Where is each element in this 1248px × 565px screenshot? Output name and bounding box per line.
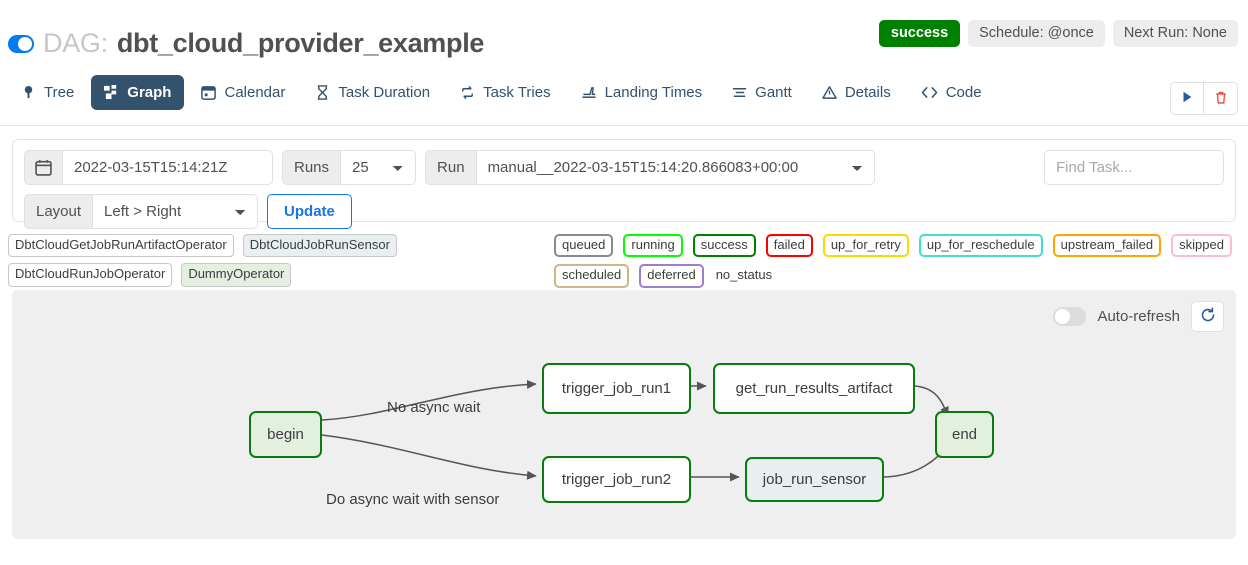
tab-details[interactable]: Details [809, 75, 904, 110]
retry-icon [460, 85, 475, 100]
tab-task-tries[interactable]: Task Tries [447, 75, 564, 110]
tab-task-duration[interactable]: Task Duration [302, 75, 443, 110]
tab-label: Landing Times [604, 84, 703, 101]
tab-label: Details [844, 84, 891, 101]
auto-refresh-controls: Auto-refresh [1053, 301, 1224, 332]
runs-group: Runs 52550100365 [282, 150, 417, 185]
operator-legend-pill[interactable]: DummyOperator [181, 263, 292, 287]
tab-tree[interactable]: Tree [8, 75, 87, 110]
warning-icon [822, 85, 837, 100]
tab-label: Code [945, 84, 982, 101]
tab-list: Tree Graph Calendar Task Duration Task T [8, 75, 995, 110]
tab-label: Tree [44, 84, 75, 101]
tab-gantt[interactable]: Gantt [719, 75, 805, 110]
graph-node[interactable]: trigger_job_run2 [542, 456, 691, 503]
refresh-button[interactable] [1191, 301, 1224, 332]
execution-date-input[interactable] [62, 150, 273, 185]
play-icon [1180, 90, 1194, 107]
trigger-dag-button[interactable] [1171, 83, 1204, 114]
schedule-badge[interactable]: Schedule: @once [968, 20, 1105, 47]
runs-select[interactable]: 52550100365 [340, 150, 417, 185]
execution-date-group [24, 150, 273, 185]
tab-action-group [1170, 82, 1238, 115]
dag-graph: begin trigger_job_run1 get_run_results_art… [12, 290, 1236, 539]
operator-legend-pill[interactable]: DbtCloudJobRunSensor [242, 234, 397, 258]
tab-label: Graph [127, 84, 172, 101]
graph-edge-label: No async wait [387, 399, 481, 416]
tree-icon [21, 85, 36, 100]
gantt-icon [732, 85, 747, 100]
calendar-icon [24, 150, 62, 185]
dag-status-badge: success [878, 20, 961, 47]
tab-label: Task Duration [338, 84, 431, 101]
auto-refresh-label: Auto-refresh [1097, 308, 1180, 325]
layout-group: Layout Left > RightRight > LeftTop > Bot… [24, 194, 259, 229]
graph-node[interactable]: trigger_job_run1 [542, 363, 691, 414]
state-legend-pill[interactable]: deferred [639, 264, 704, 288]
run-label: Run [425, 150, 476, 185]
state-legend-pill[interactable]: success [692, 234, 756, 258]
graph-node[interactable]: get_run_results_artifact [713, 363, 915, 414]
delete-dag-button[interactable] [1204, 83, 1237, 114]
tab-graph[interactable]: Graph [91, 75, 185, 110]
tab-code[interactable]: Code [908, 75, 995, 110]
refresh-icon [1200, 307, 1216, 326]
layout-label: Layout [24, 194, 93, 229]
tab-label: Task Tries [483, 84, 551, 101]
filter-row-layout: Layout Left > RightRight > LeftTop > Bot… [24, 194, 1224, 229]
calendar-icon [201, 85, 217, 100]
header-badges: success Schedule: @once Next Run: None [878, 20, 1238, 47]
dag-label: DAG: [43, 28, 108, 58]
next-run-badge: Next Run: None [1112, 20, 1238, 47]
update-button[interactable]: Update [267, 194, 352, 229]
trash-icon [1214, 90, 1228, 108]
state-legend-pill[interactable]: queued [554, 234, 614, 258]
tab-landing-times[interactable]: Landing Times [568, 75, 716, 110]
page-header: DAG: dbt_cloud_provider_example success … [0, 0, 1248, 70]
tab-calendar[interactable]: Calendar [188, 75, 298, 110]
tab-bar: Tree Graph Calendar Task Duration Task T [0, 70, 1248, 126]
code-icon [921, 85, 938, 100]
edge-begin-to-trigger1 [321, 379, 537, 421]
filter-row-primary: Runs 52550100365 Run manual__2022-03-15T… [24, 150, 1224, 185]
graph-node[interactable]: begin [249, 411, 322, 458]
graph-edge-label: Do async wait with sensor [326, 491, 500, 508]
graph-node[interactable]: end [935, 411, 994, 458]
graph-icon [104, 85, 119, 100]
tab-label: Calendar [224, 84, 286, 101]
run-select[interactable]: manual__2022-03-15T15:14:20.866083+00:00 [475, 150, 875, 185]
filter-toolbar: Runs 52550100365 Run manual__2022-03-15T… [12, 139, 1236, 229]
find-task-input[interactable] [1044, 150, 1224, 185]
state-legend: queued running success failed up_for_retry up… [554, 234, 1242, 288]
runs-label: Runs [282, 150, 341, 185]
state-legend-pill[interactable]: failed [765, 234, 813, 258]
tab-label: Gantt [755, 84, 792, 101]
state-legend-pill[interactable]: scheduled [554, 264, 630, 288]
hourglass-icon [315, 85, 330, 100]
graph-node[interactable]: job_run_sensor [745, 457, 884, 502]
state-legend-pill[interactable]: running [623, 234, 683, 258]
state-legend-no-status: no_status [715, 267, 773, 283]
edge-begin-to-trigger2 [321, 434, 537, 480]
auto-refresh-toggle[interactable] [1053, 307, 1087, 326]
operator-legend-pill[interactable]: DbtCloudGetJobRunArtifactOperator [8, 234, 234, 258]
layout-select[interactable]: Left > RightRight > LeftTop > BottomBott… [92, 194, 259, 229]
dag-name: dbt_cloud_provider_example [116, 28, 485, 58]
dag-pause-toggle[interactable] [8, 34, 34, 53]
operator-legend-pill[interactable]: DbtCloudRunJobOperator [8, 263, 173, 287]
dag-title: DAG: dbt_cloud_provider_example [8, 28, 484, 59]
landing-icon [581, 85, 597, 100]
state-legend-pill[interactable]: skipped [1171, 234, 1232, 258]
state-legend-pill[interactable]: upstream_failed [1052, 234, 1162, 258]
state-legend-pill[interactable]: up_for_reschedule [918, 234, 1043, 258]
run-group: Run manual__2022-03-15T15:14:20.866083+0… [425, 150, 875, 185]
state-legend-pill[interactable]: up_for_retry [822, 234, 909, 258]
